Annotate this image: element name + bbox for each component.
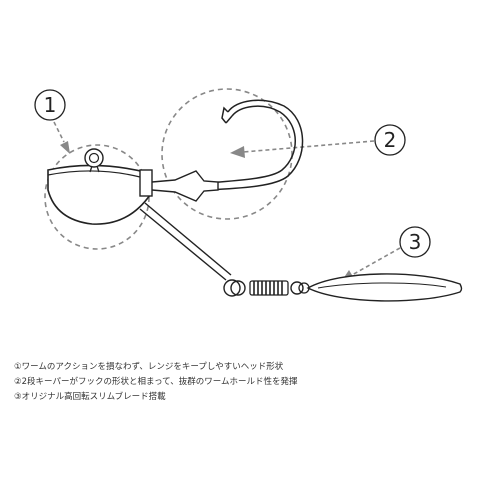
wire-arm: [139, 202, 232, 281]
svg-text:2: 2: [384, 128, 397, 152]
worm-keeper: [151, 170, 219, 202]
svg-text:3: 3: [409, 230, 422, 254]
slim-blade: [306, 273, 463, 302]
hook: [206, 99, 304, 191]
callout-3: 3: [399, 226, 431, 258]
callout-1: 1: [34, 89, 66, 121]
callout-circle-hook: [161, 88, 293, 220]
feature-note-1: ①ワームのアクションを損なわず、レンジをキープしやすいヘッド形状: [14, 362, 284, 372]
jig-head: [47, 164, 153, 225]
split-ring: [223, 279, 246, 297]
feature-note-3: ③オリジナル高回転スリムブレード搭載: [14, 392, 166, 402]
feature-notes: ①ワームのアクションを損なわず、レンジをキープしやすいヘッド形状 ②2段キーパー…: [14, 360, 466, 405]
swivel: [249, 280, 310, 296]
callout-arrow-1: [53, 121, 70, 154]
line-eye: [84, 148, 104, 173]
feature-note-2: ②2段キーパーがフックの形状と相まって、抜群のワームホールド性を発揮: [14, 377, 298, 387]
callout-2: 2: [374, 124, 406, 156]
callout-arrow-2: [230, 140, 375, 158]
svg-text:1: 1: [44, 93, 57, 117]
jig-head-diagram: 1 2 3: [34, 88, 463, 302]
